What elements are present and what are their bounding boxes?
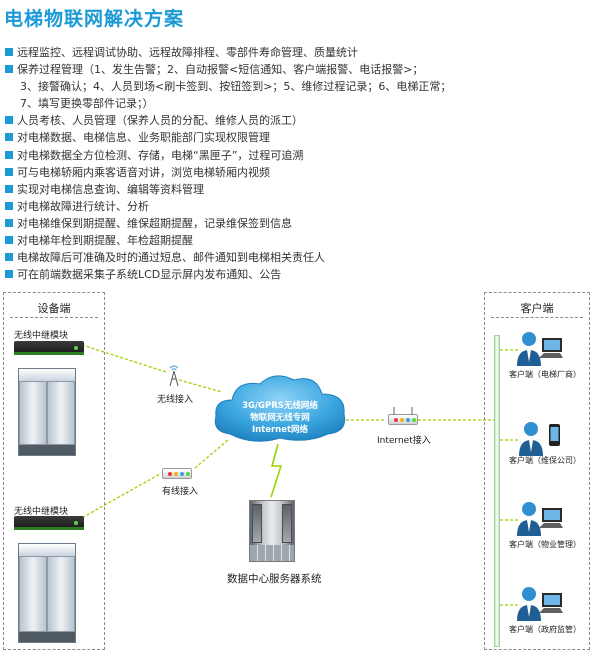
relay-module-label: 无线中继模块 bbox=[14, 507, 69, 517]
feature-item: 对电梯维保到期提醒、维保超期提醒，记录维保签到信息 bbox=[4, 215, 594, 232]
divider bbox=[491, 317, 583, 318]
wireless-access-label: 无线接入 bbox=[157, 395, 194, 405]
feature-item: 远程监控、远程调试协助、远程故障排程、零部件寿命管理、质量统计 bbox=[4, 44, 594, 61]
square-bullet-icon bbox=[5, 48, 13, 56]
page-title: 电梯物联网解决方案 bbox=[4, 8, 185, 30]
wireless-relay-module-icon bbox=[14, 516, 84, 530]
cloud-network-label: 物联网无线专网 bbox=[250, 413, 310, 423]
client-side-title: 客户端 bbox=[520, 302, 554, 315]
wired-link bbox=[77, 439, 229, 521]
feature-item: 对电梯故障进行统计、分析 bbox=[4, 198, 594, 215]
square-bullet-icon bbox=[5, 150, 13, 159]
square-bullet-icon bbox=[5, 167, 13, 176]
wireless-relay-module-icon bbox=[14, 341, 84, 355]
feature-item: 对电梯年检到期提醒、年检超期提醒 bbox=[4, 232, 594, 249]
elevator-car-icon bbox=[18, 368, 76, 456]
client-user-computer-icon bbox=[517, 502, 563, 536]
client-label: 客户端（维保公司） bbox=[509, 456, 581, 465]
client-side-panel: 客户端 bbox=[484, 292, 590, 650]
client-label: 客户端（政府监管） bbox=[509, 625, 581, 634]
square-bullet-icon bbox=[5, 270, 13, 279]
cloud-network-label: Internet网络 bbox=[251, 425, 309, 435]
internet-access-label: Internet接入 bbox=[377, 436, 431, 446]
square-bullet-icon bbox=[5, 201, 13, 210]
divider bbox=[10, 317, 98, 318]
client-label: 客户端（电梯厂商） bbox=[509, 370, 581, 379]
feature-item-continued: 7、填写更换零部件记录；） bbox=[20, 97, 154, 111]
feature-list: 远程监控、远程调试协助、远程故障排程、零部件寿命管理、质量统计 保养过程管理（1… bbox=[4, 44, 594, 283]
feature-item: 电梯故障后可准确及时的通过短息、邮件通知到电梯相关责任人 bbox=[4, 249, 594, 266]
square-bullet-icon bbox=[5, 133, 13, 142]
device-side-title: 设备端 bbox=[37, 302, 71, 315]
square-bullet-icon bbox=[5, 253, 13, 262]
cloud-network-icon bbox=[214, 375, 346, 442]
datacenter-link bbox=[270, 443, 283, 498]
elevator-car-icon bbox=[18, 543, 76, 643]
feature-item: 可与电梯轿厢内乘客语音对讲，浏览电梯轿厢内视频 bbox=[4, 164, 594, 181]
client-label: 客户端（物业管理） bbox=[509, 540, 581, 549]
feature-item: 保养过程管理（1、发生告警；2、自动报警<短信通知、客户端报警、电话报警>； bbox=[4, 61, 594, 78]
data-center-label: 数据中心服务器系统 bbox=[227, 573, 322, 585]
client-links bbox=[500, 349, 518, 606]
device-side-panel: 设备端 bbox=[3, 292, 105, 650]
square-bullet-icon bbox=[5, 65, 13, 74]
feature-item: 可在前端数据采集子系统LCD显示屏内发布通知、公告 bbox=[4, 266, 594, 283]
feature-item-continued: 3、接警确认；4、人员到场<刷卡签到、按钮签到>；5、维修过程记录；6、电梯正常… bbox=[20, 80, 452, 94]
feature-item: 人员考核、人员管理（保养人员的分配、维修人员的派工） bbox=[4, 112, 594, 129]
square-bullet-icon bbox=[5, 218, 13, 227]
square-bullet-icon bbox=[5, 184, 13, 193]
feature-item: 实现对电梯信息查询、编辑等资料管理 bbox=[4, 181, 594, 198]
wireless-link-top bbox=[81, 344, 223, 393]
internet-router-icon bbox=[388, 414, 418, 425]
client-user-computer-icon bbox=[517, 587, 563, 621]
client-user-phone-icon bbox=[519, 422, 560, 456]
data-center-server-icon bbox=[249, 500, 295, 562]
feature-item: 对电梯数据、电梯信息、业务职能部门实现权限管理 bbox=[4, 129, 594, 146]
relay-module-label: 无线中继模块 bbox=[14, 331, 69, 341]
feature-item: 对电梯数据全方位检测、存储，电梯“黑匣子”，过程可追溯 bbox=[4, 147, 594, 164]
wired-access-label: 有线接入 bbox=[162, 487, 199, 497]
client-bus-bar bbox=[494, 335, 500, 647]
network-switch-icon bbox=[162, 468, 192, 479]
square-bullet-icon bbox=[5, 236, 13, 245]
antenna-icon bbox=[169, 365, 179, 387]
cloud-network-label: 3G/GPRS无线网络 bbox=[242, 401, 318, 411]
square-bullet-icon bbox=[5, 116, 13, 125]
router-antenna-icon bbox=[393, 407, 413, 415]
client-user-computer-icon bbox=[517, 332, 563, 366]
